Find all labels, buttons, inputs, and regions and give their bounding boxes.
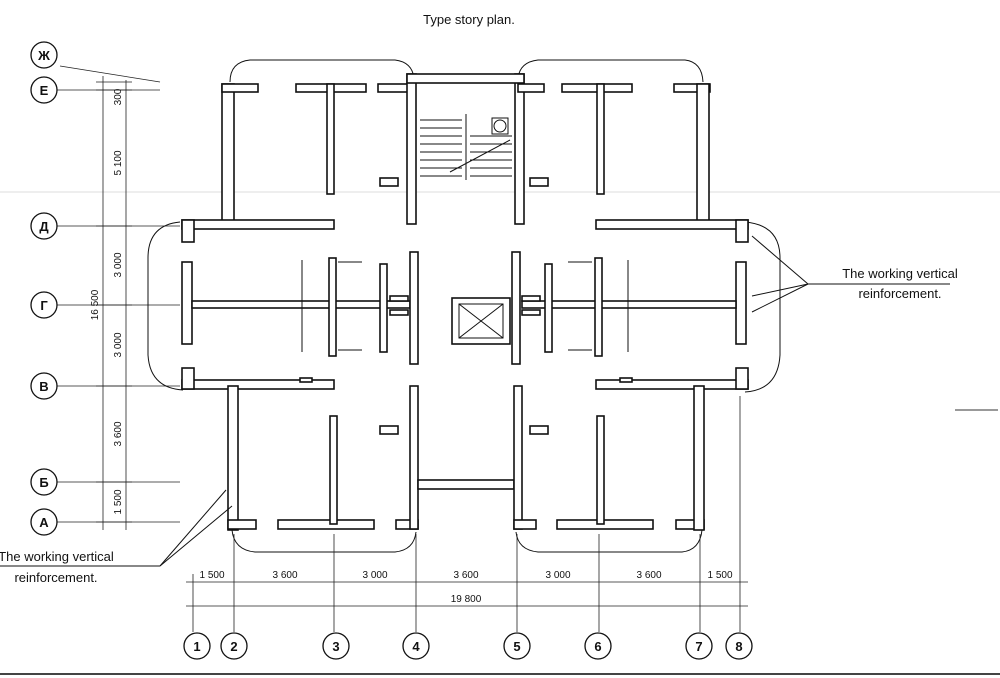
dim-h-total: 19 800 — [451, 594, 482, 605]
axis-bubble-8: 8 — [725, 632, 753, 660]
dim-v-1500: 1 500 — [113, 489, 124, 514]
annotation-right: The working vertical reinforcement. — [751, 235, 958, 313]
axis-label-v: В — [39, 379, 48, 394]
axis-label-b: Б — [39, 475, 48, 490]
column-axes: 1 2 3 4 5 6 7 8 — [183, 396, 753, 660]
axis-bubble-4: 4 — [402, 632, 430, 660]
axis-bubble-3: 3 — [322, 632, 350, 660]
balcony-outlines — [147, 59, 781, 553]
axis-label-5: 5 — [513, 639, 520, 654]
dim-h-1500-b: 1 500 — [707, 570, 732, 581]
axis-label-1: 1 — [193, 639, 200, 654]
dim-h-3600-b: 3 600 — [453, 570, 478, 581]
vertical-dimension-chain: 300 5 100 3 000 3 000 3 600 1 500 16 500 — [90, 76, 132, 530]
dim-v-total: 16 500 — [90, 289, 101, 320]
axis-label-d: Д — [39, 219, 49, 234]
axis-bubble-zh: Ж — [30, 41, 58, 69]
dim-v-5100: 5 100 — [113, 150, 124, 175]
axis-bubble-e: Е — [30, 76, 58, 104]
axis-bubble-5: 5 — [503, 632, 531, 660]
axis-bubble-g: Г — [30, 291, 58, 319]
left-note-line1: The working vertical — [0, 549, 114, 564]
dim-v-3000-a: 3 000 — [113, 252, 124, 277]
axis-bubble-1: 1 — [183, 632, 211, 660]
annotation-left: The working vertical reinforcement. — [0, 489, 233, 585]
dim-h-3600-c: 3 600 — [636, 570, 661, 581]
axis-label-7: 7 — [695, 639, 702, 654]
right-note-line2: reinforcement. — [858, 286, 941, 301]
dim-h-3000-a: 3 000 — [362, 570, 387, 581]
axis-bubble-b: Б — [30, 468, 58, 496]
left-note-line2: reinforcement. — [14, 570, 97, 585]
axis-label-4: 4 — [412, 639, 420, 654]
axis-bubble-2: 2 — [220, 632, 248, 660]
dim-h-1500-a: 1 500 — [199, 570, 224, 581]
dim-v-3000-b: 3 000 — [113, 332, 124, 357]
axis-label-g: Г — [40, 298, 48, 313]
axis-bubble-7: 7 — [685, 632, 713, 660]
axis-label-2: 2 — [230, 639, 237, 654]
staircase — [420, 114, 512, 180]
axis-label-zh: Ж — [37, 48, 50, 63]
axis-label-a: А — [39, 515, 49, 530]
axis-bubble-d: Д — [30, 212, 58, 240]
axis-bubble-a: А — [30, 508, 58, 536]
row-axes: Ж Е Д Г В Б А — [30, 41, 180, 536]
structural-walls — [181, 73, 749, 531]
dim-v-300: 300 — [113, 88, 124, 105]
dim-h-3600-a: 3 600 — [272, 570, 297, 581]
axis-label-e: Е — [40, 83, 49, 98]
axis-label-8: 8 — [735, 639, 742, 654]
axis-label-3: 3 — [332, 639, 339, 654]
right-note-line1: The working vertical — [842, 266, 958, 281]
dim-v-3600: 3 600 — [113, 421, 124, 446]
horizontal-dimension-chain: 1 500 3 600 3 000 3 600 3 000 3 600 1 50… — [186, 570, 748, 607]
dim-h-3000-b: 3 000 — [545, 570, 570, 581]
axis-bubble-6: 6 — [584, 632, 612, 660]
axis-bubble-v: В — [30, 372, 58, 400]
drawing-title: Type story plan. — [423, 12, 515, 27]
axis-label-6: 6 — [594, 639, 601, 654]
